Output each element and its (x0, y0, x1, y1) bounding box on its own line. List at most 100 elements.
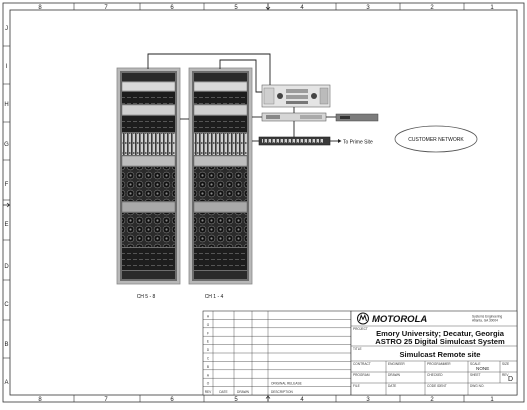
rack-unit (193, 155, 248, 167)
rack-unit (122, 92, 175, 104)
scale-caption: SCALE (470, 362, 480, 366)
column-label: 4 (300, 397, 304, 403)
router-unit (261, 112, 327, 122)
sheet-caption: SHEET (470, 373, 481, 377)
drawing-title: Simulcast Remote site (399, 350, 480, 359)
project-caption: PROJECT (353, 327, 368, 331)
drawing-number-caption: DWG NO. (470, 384, 484, 388)
revision-letter: D (207, 348, 210, 352)
rack-left (116, 67, 181, 285)
column-label: 8 (38, 5, 42, 11)
row-label: D (4, 264, 9, 270)
column-label: 6 (170, 5, 174, 11)
rack-right-to-shelf-line (219, 59, 262, 93)
rev-caption: REV (502, 373, 509, 377)
checked-caption: CHECKED (427, 373, 443, 377)
revision-letter: A (207, 373, 210, 377)
column-label: 1 (490, 5, 494, 11)
row-label: G (4, 142, 9, 148)
rack-unit (194, 116, 247, 132)
revision-letter: H (207, 315, 210, 319)
rack-card-cage (194, 133, 247, 155)
prime-site-arrow-icon (338, 139, 342, 143)
rack-unit (121, 81, 176, 92)
column-label: 5 (234, 5, 238, 11)
revision-footer-rev: REV (205, 390, 212, 394)
to-prime-site-label: To Prime Site (343, 140, 373, 146)
rack-unit (121, 155, 176, 167)
code-ident-caption: CODE IDENT (427, 384, 447, 388)
title-caption: TITLE (353, 347, 362, 351)
rack-right (188, 67, 253, 285)
row-dividers (3, 45, 10, 359)
revision-footer-drawn: DRAWN (237, 390, 250, 394)
rack-fan-tray (194, 213, 247, 247)
column-label: 7 (104, 5, 108, 11)
rack-unit (194, 248, 247, 270)
rack-unit (193, 104, 248, 116)
column-label: 1 (490, 397, 494, 403)
project-line-1: Emory University; Decatur, Georgia (376, 329, 505, 338)
rack-unit (194, 92, 247, 104)
center-arrow-left-icon (3, 202, 11, 208)
row-label: F (5, 182, 9, 188)
rack-bottom-panel (122, 271, 175, 279)
motorola-m-icon (359, 314, 367, 322)
rack-left-label: CH 5 - 8 (137, 294, 156, 300)
group-line-2: Atlanta, GA 30004 (472, 319, 498, 323)
rack-unit (122, 248, 175, 270)
rack-top-panel (122, 73, 175, 81)
drawn-caption: DRAWN (388, 373, 401, 377)
rack-unit (193, 201, 248, 213)
column-label: 4 (300, 5, 304, 11)
revision-footer-date: DATE (219, 390, 227, 394)
revision-footer-description: DESCRIPTION (271, 390, 293, 394)
file-caption: FILE (353, 384, 360, 388)
size-caption: SIZE (502, 362, 509, 366)
brand-name: MOTOROLA (372, 314, 427, 325)
rack-left-to-shelf-line (147, 53, 271, 85)
row-label: E (4, 222, 8, 228)
center-arrow-bottom-icon (265, 395, 271, 401)
scale-value: NONE (476, 366, 489, 371)
rack-fan-tray (122, 213, 175, 247)
outer-border (2, 2, 525, 403)
title-block: MOTOROLA Systems Engineering Atlanta, GA… (350, 310, 518, 396)
column-label: 3 (366, 397, 370, 403)
row-label: B (4, 342, 8, 348)
column-label: 2 (430, 397, 434, 403)
program-caption: PROGRAM (353, 373, 370, 377)
column-label: 2 (430, 5, 434, 11)
customer-network-label: CUSTOMER NETWORK (408, 137, 464, 143)
date-caption: DATE (388, 384, 396, 388)
revision-table: H G F E D C B A O ORIGINAL RELEASE REV D… (202, 310, 352, 396)
column-label: 6 (170, 397, 174, 403)
rack-unit (121, 104, 176, 116)
left-row-letters: J I H G F E D C B A (4, 26, 9, 386)
programmer-caption: PROGRAMMER (427, 362, 451, 366)
rack-right-label: CH 1 - 4 (205, 294, 224, 300)
bottom-column-numbers: 8 7 6 5 4 3 2 1 (38, 397, 494, 403)
customer-network-ellipse (394, 125, 478, 153)
site-controller-shelf (261, 84, 331, 108)
group-line-1: Systems Engineering (472, 315, 502, 319)
row-label: J (5, 26, 8, 32)
top-column-numbers: 8 7 6 5 4 3 2 1 (38, 5, 494, 11)
revision-letter: C (207, 357, 210, 361)
revision-letter: E (207, 340, 209, 344)
rack-card-cage (122, 133, 175, 155)
row-label: I (6, 64, 8, 70)
column-label: 5 (234, 397, 238, 403)
channel-bank-unit (335, 113, 379, 122)
rack-fan-tray (194, 167, 247, 201)
column-label: 7 (104, 397, 108, 403)
rack-unit (121, 201, 176, 213)
revision-letter: O (207, 382, 210, 386)
column-label: 8 (38, 397, 42, 403)
row-label: A (4, 380, 8, 386)
rack-bottom-panel (194, 271, 247, 279)
contract-caption: CONTRACT (353, 362, 371, 366)
column-label: 3 (366, 5, 370, 11)
